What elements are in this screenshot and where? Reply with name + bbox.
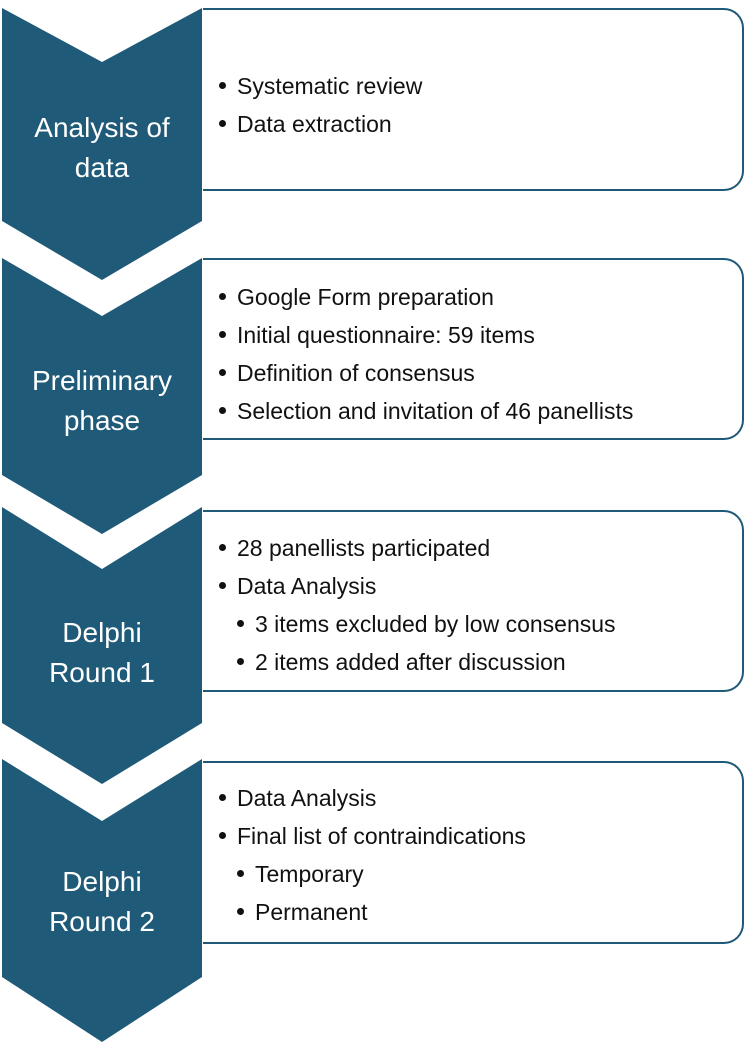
bullet-item: Data Analysis bbox=[203, 567, 742, 605]
chevron-stage-2 bbox=[2, 258, 202, 534]
stage-label-line: Preliminary bbox=[31, 365, 173, 396]
chevron-stage-1 bbox=[2, 8, 202, 280]
stage-label-line: data bbox=[74, 152, 130, 183]
stage-card-analysis: Systematic review Data extraction bbox=[203, 8, 744, 191]
sub-bullet-item: Permanent bbox=[203, 893, 742, 931]
stage-card-round-2: Data Analysis Final list of contraindica… bbox=[203, 761, 744, 944]
bullet-list: Data Analysis Final list of contraindica… bbox=[203, 779, 742, 931]
sub-bullet-item: 3 items excluded by low consensus bbox=[203, 605, 742, 643]
bullet-item: Final list of contraindications bbox=[203, 817, 742, 855]
sub-bullet-item: Temporary bbox=[203, 855, 742, 893]
chevron-stage-4 bbox=[2, 759, 202, 1042]
stage-label-preliminary: Preliminary phase bbox=[2, 361, 202, 441]
bullet-item: Definition of consensus bbox=[203, 354, 742, 392]
bullet-list: Google Form preparation Initial question… bbox=[203, 278, 742, 430]
stage-label-line: Delphi bbox=[62, 617, 142, 648]
stage-label-line: phase bbox=[63, 405, 141, 436]
stage-label-round-1: Delphi Round 1 bbox=[2, 613, 202, 693]
stage-label-round-2: Delphi Round 2 bbox=[2, 862, 202, 942]
bullet-item: Google Form preparation bbox=[203, 278, 742, 316]
bullet-list: Systematic review Data extraction bbox=[203, 67, 742, 143]
stage-card-round-1: 28 panellists participated Data Analysis… bbox=[203, 510, 744, 692]
stage-label-line: Delphi bbox=[62, 866, 142, 897]
bullet-list: 28 panellists participated Data Analysis… bbox=[203, 529, 742, 681]
bullet-item: Initial questionnaire: 59 items bbox=[203, 316, 742, 354]
bullet-item: Selection and invitation of 46 panellist… bbox=[203, 392, 742, 430]
stage-card-preliminary: Google Form preparation Initial question… bbox=[203, 258, 744, 440]
stage-label-line: Round 2 bbox=[49, 906, 155, 937]
stage-label-line: Round 1 bbox=[49, 657, 155, 688]
sub-bullet-item: 2 items added after discussion bbox=[203, 643, 742, 681]
chevron-stage-3 bbox=[2, 507, 202, 784]
bullet-item: Data Analysis bbox=[203, 779, 742, 817]
bullet-item: Data extraction bbox=[203, 105, 742, 143]
bullet-item: 28 panellists participated bbox=[203, 529, 742, 567]
bullet-item: Systematic review bbox=[203, 67, 742, 105]
stage-label-line: Analysis of bbox=[34, 112, 170, 143]
stage-label-analysis: Analysis of data bbox=[2, 108, 202, 188]
